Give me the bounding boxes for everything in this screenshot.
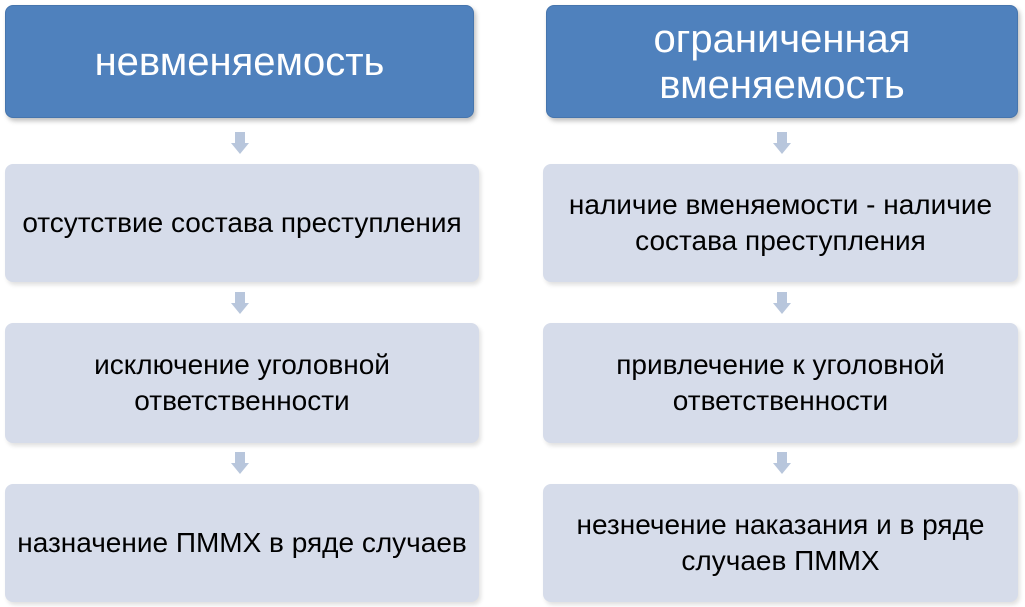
right-step-3-text: незнечение наказания и в ряде случаев ПМ… [576,509,985,576]
down-arrow-icon [773,292,791,314]
down-arrow-icon [231,132,249,154]
left-step-1: отсутствие состава преступления [5,164,479,282]
down-arrow-icon [773,132,791,154]
right-header: ограниченная вменяемость [546,5,1018,118]
left-step-2-text: исключение уголовной ответственности [94,349,390,416]
right-step-1-text: наличие вменяемости - наличие состава пр… [568,189,993,256]
left-header: невменяемость [5,5,474,118]
left-step-1-text: отсутствие состава преступления [22,207,462,238]
left-step-3-text: назначение ПММХ в ряде случаев [17,527,467,558]
down-arrow-icon [231,292,249,314]
right-step-2-text: привлечение к уголовной ответственности [616,349,945,416]
down-arrow-icon [231,452,249,474]
right-header-text: ограниченная вменяемость [653,16,911,107]
down-arrow-icon [773,452,791,474]
right-step-2: привлечение к уголовной ответственности [543,323,1018,443]
right-step-1: наличие вменяемости - наличие состава пр… [543,164,1018,282]
left-header-text: невменяемость [94,39,385,84]
left-step-3: назначение ПММХ в ряде случаев [5,484,479,602]
right-step-3: незнечение наказания и в ряде случаев ПМ… [543,484,1018,602]
left-step-2: исключение уголовной ответственности [5,323,479,443]
